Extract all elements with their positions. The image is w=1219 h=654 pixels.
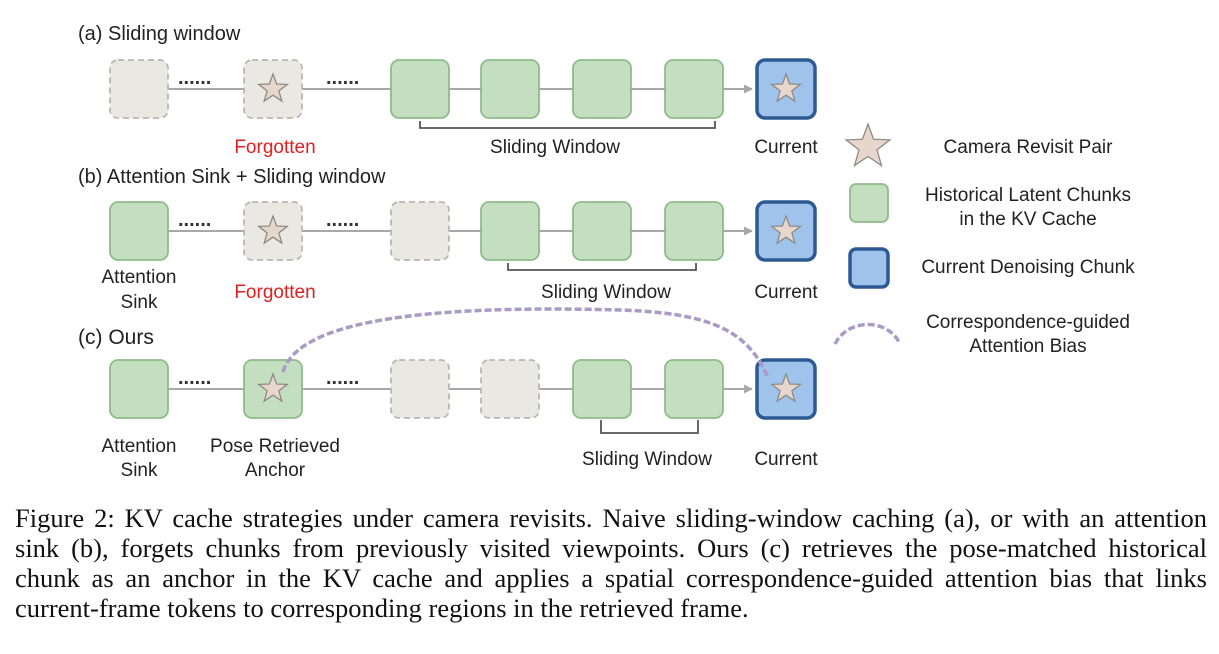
row-c-sink-label-1: Attention bbox=[102, 436, 177, 457]
row-c-chunk-sink bbox=[109, 359, 169, 419]
row-a-dots-1: ...... bbox=[178, 67, 211, 89]
row-c-attention-bias-curve bbox=[281, 307, 770, 379]
row-a-current-label: Current bbox=[754, 137, 818, 158]
row-b-chunk-historical-1 bbox=[480, 201, 540, 261]
legend-revisit-label: Camera Revisit Pair bbox=[944, 137, 1114, 158]
row-b-current-label: Current bbox=[754, 282, 818, 303]
row-c-dots-2: ...... bbox=[326, 367, 359, 389]
row-c-anchor-label-1: Pose Retrieved bbox=[210, 436, 340, 457]
legend-bias-label-2: Attention Bias bbox=[969, 336, 1086, 357]
row-a-title: (a) Sliding window bbox=[78, 23, 241, 45]
figure-caption: Figure 2: KV cache strategies under came… bbox=[15, 503, 1207, 623]
star-icon bbox=[256, 372, 290, 403]
legend-historical-label-2: in the KV Cache bbox=[959, 209, 1096, 230]
row-b-chunk-historical-2 bbox=[572, 201, 632, 261]
row-c-title: (c) Ours bbox=[78, 326, 154, 349]
row-b-chunk-forgotten-2 bbox=[390, 201, 450, 261]
row-b-title: (b) Attention Sink + Sliding window bbox=[78, 166, 386, 188]
row-a-chunk-historical-3 bbox=[572, 59, 632, 119]
legend-bias-label-1: Correspondence-guided bbox=[926, 312, 1130, 333]
row-a-chunk-forgotten-1 bbox=[109, 59, 169, 119]
row-b-window-bracket bbox=[507, 263, 697, 271]
row-b-chunk-historical-3 bbox=[664, 201, 724, 261]
row-c: (c) Ours ...... ...... Attention Sink Po… bbox=[78, 307, 818, 481]
row-b-sink-label-2: Sink bbox=[121, 292, 158, 313]
legend-historical-swatch bbox=[849, 183, 889, 223]
star-icon bbox=[844, 122, 892, 168]
row-c-anchor-label-2: Anchor bbox=[245, 460, 306, 481]
kv-cache-diagram: (a) Sliding window ...... ...... Forgott… bbox=[78, 23, 1135, 481]
row-c-dots-1: ...... bbox=[178, 367, 211, 389]
row-b-window-label: Sliding Window bbox=[541, 282, 671, 303]
star-icon bbox=[769, 72, 803, 103]
star-icon bbox=[256, 72, 290, 103]
row-a-forgotten-label: Forgotten bbox=[234, 137, 315, 158]
row-a-chunk-historical-2 bbox=[480, 59, 540, 119]
row-b-chunk-sink bbox=[109, 201, 169, 261]
row-c-chunk-forgotten-2 bbox=[480, 359, 540, 419]
row-a-window-label: Sliding Window bbox=[490, 137, 620, 158]
row-a-dots-2: ...... bbox=[326, 67, 359, 89]
row-a: (a) Sliding window ...... ...... Forgott… bbox=[78, 23, 818, 158]
row-c-chunk-forgotten-1 bbox=[390, 359, 450, 419]
row-c-window-bracket bbox=[600, 420, 699, 434]
star-icon bbox=[769, 372, 803, 403]
row-b-forgotten-label: Forgotten bbox=[234, 282, 315, 303]
row-b-dots-1: ...... bbox=[178, 209, 211, 231]
row-c-sink-label-2: Sink bbox=[121, 460, 158, 481]
row-b: (b) Attention Sink + Sliding window ....… bbox=[78, 166, 818, 313]
row-c-current-label: Current bbox=[754, 449, 818, 470]
row-c-chunk-historical-2 bbox=[664, 359, 724, 419]
legend-bias-curve bbox=[833, 322, 902, 345]
row-b-dots-2: ...... bbox=[326, 209, 359, 231]
star-icon bbox=[769, 214, 803, 245]
row-b-sink-label-1: Attention bbox=[102, 267, 177, 288]
star-icon bbox=[256, 214, 290, 245]
row-a-chunk-historical-1 bbox=[390, 59, 450, 119]
legend-current-label: Current Denoising Chunk bbox=[921, 257, 1135, 278]
legend: Camera Revisit Pair Historical Latent Ch… bbox=[833, 122, 1135, 357]
row-c-window-label: Sliding Window bbox=[582, 449, 712, 470]
row-a-chunk-historical-4 bbox=[664, 59, 724, 119]
row-a-window-bracket bbox=[419, 121, 716, 129]
legend-current-swatch bbox=[848, 247, 890, 289]
row-c-chunk-historical-1 bbox=[572, 359, 632, 419]
legend-historical-label-1: Historical Latent Chunks bbox=[925, 185, 1131, 206]
